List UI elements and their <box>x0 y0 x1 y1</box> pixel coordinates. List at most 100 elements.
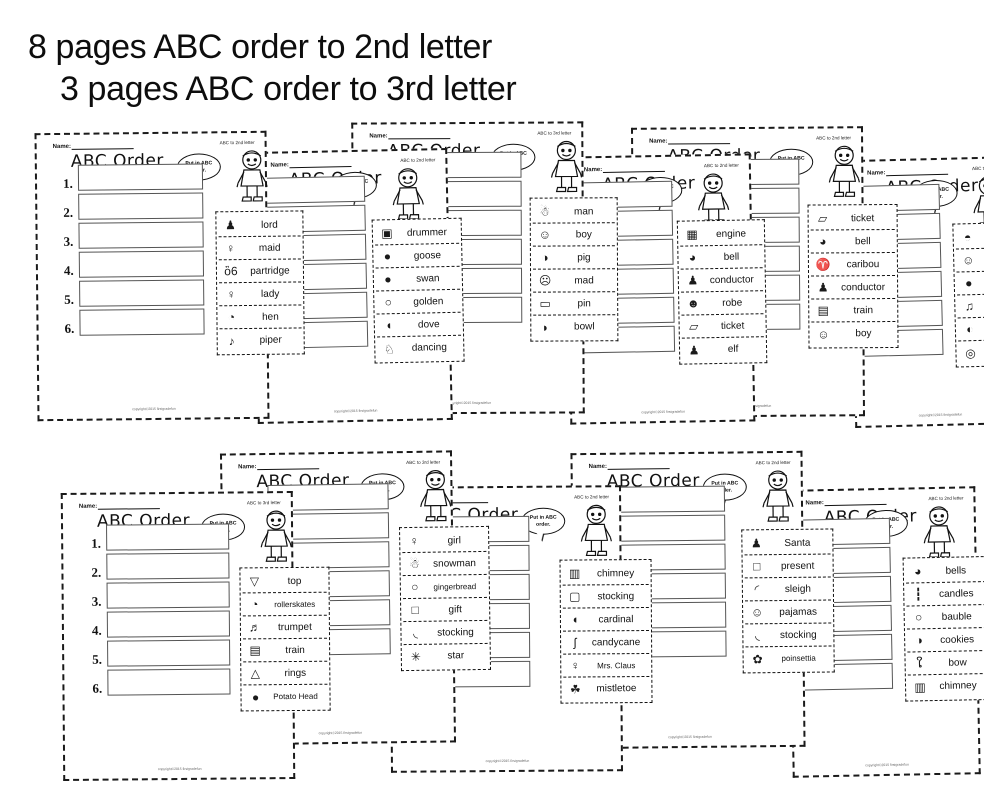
word-card[interactable]: ◗bowl <box>533 315 615 338</box>
word-card[interactable]: ☺boy <box>811 322 895 346</box>
word-card[interactable]: ○golden <box>376 289 461 315</box>
name-field[interactable]: Name: <box>589 462 670 470</box>
word-card[interactable]: ☺pajamas <box>745 600 832 625</box>
answer-box[interactable] <box>106 523 230 551</box>
word-card[interactable]: □present <box>744 554 831 579</box>
word-card[interactable]: ●ball <box>956 270 984 296</box>
word-card[interactable]: ◑cookies <box>906 628 984 653</box>
word-card[interactable]: ◟stocking <box>745 623 832 648</box>
word-card[interactable]: ◔hen <box>219 305 302 330</box>
word-card[interactable]: ♟elf <box>682 337 764 361</box>
name-rule[interactable] <box>824 497 887 507</box>
word-card[interactable]: ▢stocking <box>562 585 649 609</box>
name-field[interactable]: Name: <box>805 497 887 507</box>
name-rule[interactable] <box>668 137 731 145</box>
answer-box[interactable] <box>106 610 231 638</box>
word-card[interactable]: ◑pig <box>532 246 616 270</box>
word-card[interactable]: ♀girl <box>402 528 487 554</box>
answer-box[interactable] <box>107 639 231 667</box>
name-rule[interactable] <box>388 132 451 140</box>
word-card[interactable]: ▦engine <box>679 222 763 247</box>
word-card[interactable]: ▱ticket <box>810 206 895 231</box>
word-card[interactable]: ♬trumpet <box>242 615 328 640</box>
word-card[interactable]: ♪piper <box>220 328 302 352</box>
word-card[interactable]: ◜sleigh <box>744 577 832 602</box>
word-card[interactable]: ☘mistletoe <box>563 677 649 701</box>
word-card[interactable]: ◟stocking <box>403 620 488 646</box>
word-card[interactable]: ☃snowman <box>402 551 487 577</box>
word-card[interactable]: ◕bell <box>680 245 763 270</box>
word-card[interactable]: ○gingerbread <box>402 574 488 600</box>
word-card[interactable]: ◔rollerskates <box>242 592 327 617</box>
word-card[interactable]: ┇candles <box>906 582 984 607</box>
word-card[interactable]: ▭pin <box>533 292 616 316</box>
word-card[interactable]: ☃man <box>532 200 615 224</box>
name-field[interactable]: Name: <box>53 142 135 150</box>
word-card[interactable]: ▽top <box>242 569 327 594</box>
word-card[interactable]: ◖dove <box>376 312 462 338</box>
word-card[interactable]: ▤train <box>811 298 896 323</box>
word-card[interactable]: ▤train <box>243 638 328 663</box>
word-card[interactable]: ◓duck <box>955 224 984 250</box>
answer-box[interactable] <box>106 552 230 580</box>
word-card[interactable]: ▣drummer <box>374 220 460 246</box>
name-field[interactable]: Name: <box>79 502 161 510</box>
word-card[interactable]: ◖cardinal <box>562 608 650 632</box>
word-card[interactable]: ☻robe <box>681 291 764 316</box>
answer-box[interactable] <box>605 485 726 513</box>
name-rule[interactable] <box>257 462 320 471</box>
word-card[interactable]: ☹mad <box>533 269 616 293</box>
answer-box[interactable] <box>77 163 204 191</box>
word-card[interactable]: ▥chimney <box>562 562 649 586</box>
name-rule[interactable] <box>71 142 135 150</box>
word-card[interactable]: ●goose <box>375 243 460 269</box>
word-card[interactable]: ◎drum <box>958 340 984 365</box>
name-field[interactable]: Name: <box>867 167 949 177</box>
word-card[interactable]: ☺doll <box>955 247 984 273</box>
answer-box[interactable] <box>78 192 204 220</box>
word-card[interactable]: ♀Mrs. Claus <box>563 654 650 678</box>
name-field[interactable]: Name: <box>238 462 320 471</box>
word-card[interactable]: ▥chimney <box>908 674 984 699</box>
word-card[interactable]: ◕bells <box>905 559 984 584</box>
name-rule[interactable] <box>607 462 670 470</box>
answer-box[interactable] <box>79 308 205 336</box>
word-card[interactable]: ○bauble <box>906 605 984 630</box>
word-card[interactable]: △rings <box>243 661 328 686</box>
answer-box[interactable] <box>606 514 726 542</box>
name-rule[interactable] <box>289 159 352 169</box>
name-field[interactable]: Name: <box>584 164 666 173</box>
word-card[interactable]: ♫horn <box>957 293 984 319</box>
word-card[interactable]: ▱ticket <box>681 314 764 339</box>
answer-box[interactable] <box>79 279 205 307</box>
answer-box[interactable] <box>106 581 230 609</box>
word-card[interactable]: ♟conductor <box>811 275 896 300</box>
name-field[interactable]: Name: <box>270 159 352 169</box>
word-card[interactable]: ☺boy <box>532 223 615 247</box>
name-rule[interactable] <box>98 502 161 510</box>
word-card[interactable]: ●Potato Head <box>243 685 327 709</box>
word-card[interactable]: ♈caribou <box>810 252 896 277</box>
name-field[interactable]: Name: <box>649 137 731 145</box>
word-card[interactable]: ✿poinsettia <box>745 646 831 670</box>
word-card[interactable]: □gift <box>403 597 488 623</box>
word-card[interactable]: ◕bell <box>810 229 895 254</box>
name-rule[interactable] <box>886 167 949 177</box>
answer-box[interactable] <box>78 250 205 278</box>
word-card[interactable]: ◐bear <box>957 316 984 342</box>
word-card[interactable]: ♟Santa <box>744 531 831 556</box>
word-card[interactable]: ♀maid <box>218 236 301 261</box>
